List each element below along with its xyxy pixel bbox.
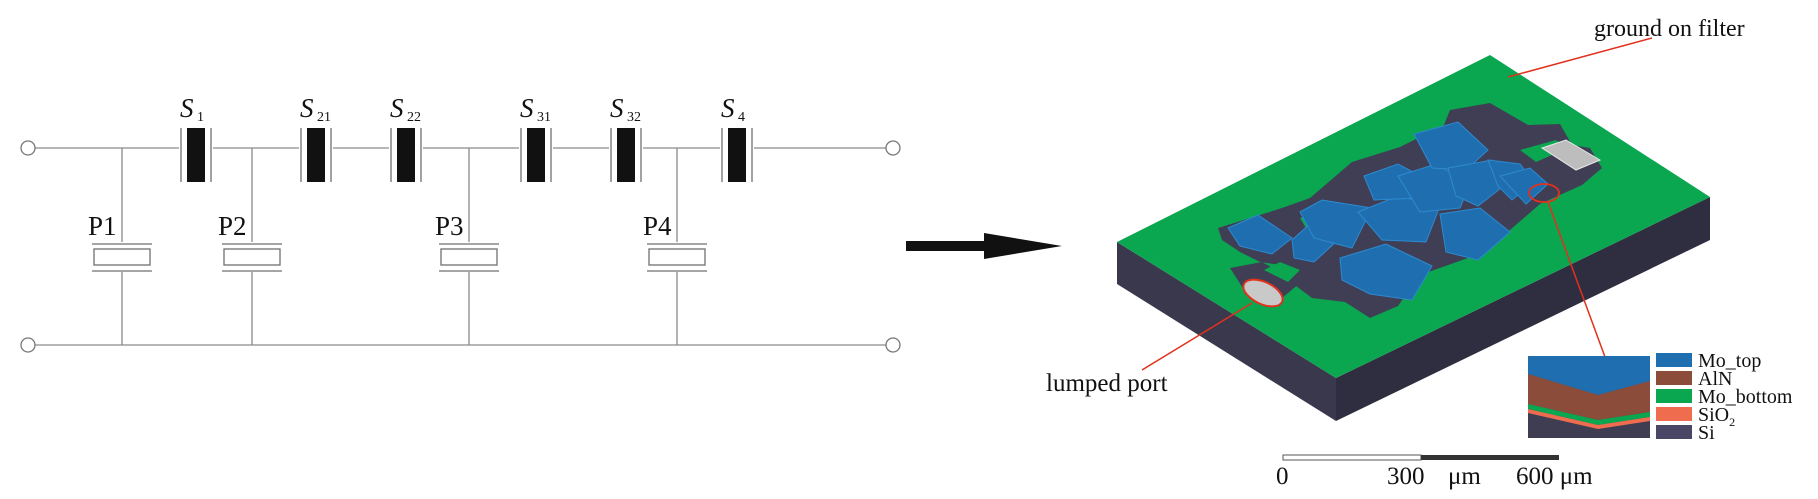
parallel-label: P1 bbox=[88, 211, 117, 241]
resonator-body bbox=[527, 128, 545, 182]
resonator-patch bbox=[1299, 199, 1373, 249]
resonator-body bbox=[223, 248, 281, 266]
series-subscript: 4 bbox=[738, 110, 745, 125]
legend-label: Si bbox=[1698, 422, 1715, 444]
scale-tick-600: 600 μm bbox=[1516, 463, 1593, 490]
resonator-body bbox=[397, 128, 415, 182]
series-subscript: 22 bbox=[407, 110, 421, 125]
series-subscript: 32 bbox=[627, 110, 641, 125]
legend-label: Mo_top bbox=[1698, 350, 1761, 372]
scale-bar-white-segment bbox=[1282, 454, 1422, 461]
resonator-body bbox=[648, 248, 706, 266]
resonator-body bbox=[617, 128, 635, 182]
resonator-patches bbox=[1227, 121, 1549, 301]
legend-item: Mo_bottom bbox=[1656, 386, 1793, 408]
scale-unit-300: μm bbox=[1448, 463, 1481, 490]
cross-section-inset bbox=[1528, 356, 1650, 438]
inset-sio2 bbox=[1528, 409, 1650, 429]
series-label: S bbox=[390, 93, 404, 123]
series-label: S bbox=[300, 93, 314, 123]
resonator-patch bbox=[1227, 214, 1293, 255]
parallel-resonator-1: P1 bbox=[88, 148, 152, 345]
inset-mo-bottom bbox=[1528, 404, 1650, 425]
cross-section-marker bbox=[1528, 183, 1560, 203]
series-subscript: 21 bbox=[317, 110, 331, 125]
scale-tick-0: 0 bbox=[1276, 463, 1289, 490]
series-label: S bbox=[520, 93, 534, 123]
output-terminal-bottom bbox=[885, 337, 901, 353]
input-terminal-top bbox=[20, 140, 36, 156]
substrate-left-side bbox=[1117, 242, 1336, 421]
ground-callout-line bbox=[1507, 37, 1653, 78]
legend-swatch bbox=[1656, 353, 1692, 367]
legend-swatch bbox=[1656, 425, 1692, 439]
resonator-body bbox=[307, 128, 325, 182]
scale-bar: 0 300 μm 600 μm bbox=[1276, 454, 1593, 490]
port-callout-label: lumped port bbox=[1046, 370, 1168, 397]
input-terminal-bottom bbox=[20, 337, 36, 353]
resonator-patch bbox=[1413, 121, 1489, 171]
substrate-front-side bbox=[1336, 197, 1710, 421]
lumped-port-marker bbox=[1242, 278, 1284, 308]
port-callout-line bbox=[1141, 302, 1253, 371]
parallel-resonator-4: P4 bbox=[643, 148, 707, 345]
legend-item: AlN bbox=[1656, 368, 1732, 390]
cross-section-callout-line bbox=[1547, 201, 1606, 358]
inset-mo-top bbox=[1528, 356, 1650, 395]
series-subscript: 1 bbox=[197, 110, 204, 125]
legend-swatch bbox=[1656, 371, 1692, 385]
resonator-patch bbox=[1339, 243, 1433, 301]
resonator-patch bbox=[1439, 207, 1511, 261]
flow-arrow bbox=[906, 233, 1062, 259]
interconnect-trace-3 bbox=[1264, 262, 1300, 282]
legend-label: AlN bbox=[1698, 368, 1732, 390]
legend-label: SiO2 bbox=[1698, 404, 1735, 429]
resonator-body bbox=[93, 248, 151, 266]
series-label: S bbox=[721, 93, 735, 123]
parallel-resonator-3: P3 bbox=[435, 148, 499, 345]
resonator-body bbox=[728, 128, 746, 182]
legend-item: Mo_top bbox=[1656, 350, 1761, 372]
series-label: S bbox=[610, 93, 624, 123]
series-label: S bbox=[180, 93, 194, 123]
parallel-label: P2 bbox=[218, 211, 247, 241]
ground-callout-label: ground on filter bbox=[1594, 16, 1745, 42]
resonator-body bbox=[187, 128, 205, 182]
parallel-resonator-2: P2 bbox=[218, 148, 282, 345]
inset-aln bbox=[1528, 374, 1650, 420]
legend-item: SiO2 bbox=[1656, 404, 1735, 429]
series-subscript: 31 bbox=[537, 110, 551, 125]
parallel-label: P3 bbox=[435, 211, 464, 241]
parallel-resonators: P1 P2 P3 P4 bbox=[88, 148, 707, 345]
parallel-label: P4 bbox=[643, 211, 672, 241]
filter-3d-model: ground on filter lumped port Mo_topAlNMo… bbox=[1046, 16, 1793, 490]
resonator-patch bbox=[1447, 159, 1507, 207]
resonator-body bbox=[440, 248, 498, 266]
scale-bar-dark-segment bbox=[1421, 455, 1559, 460]
arrow-head bbox=[984, 233, 1062, 259]
output-port-pad bbox=[1540, 139, 1602, 171]
legend-item: Si bbox=[1656, 422, 1715, 444]
output-terminal-top bbox=[885, 140, 901, 156]
scale-tick-300: 300 bbox=[1387, 463, 1425, 490]
legend-swatch bbox=[1656, 389, 1692, 403]
legend-label: Mo_bottom bbox=[1698, 386, 1793, 408]
legend-swatch bbox=[1656, 407, 1692, 421]
arrow-shaft bbox=[906, 241, 986, 251]
